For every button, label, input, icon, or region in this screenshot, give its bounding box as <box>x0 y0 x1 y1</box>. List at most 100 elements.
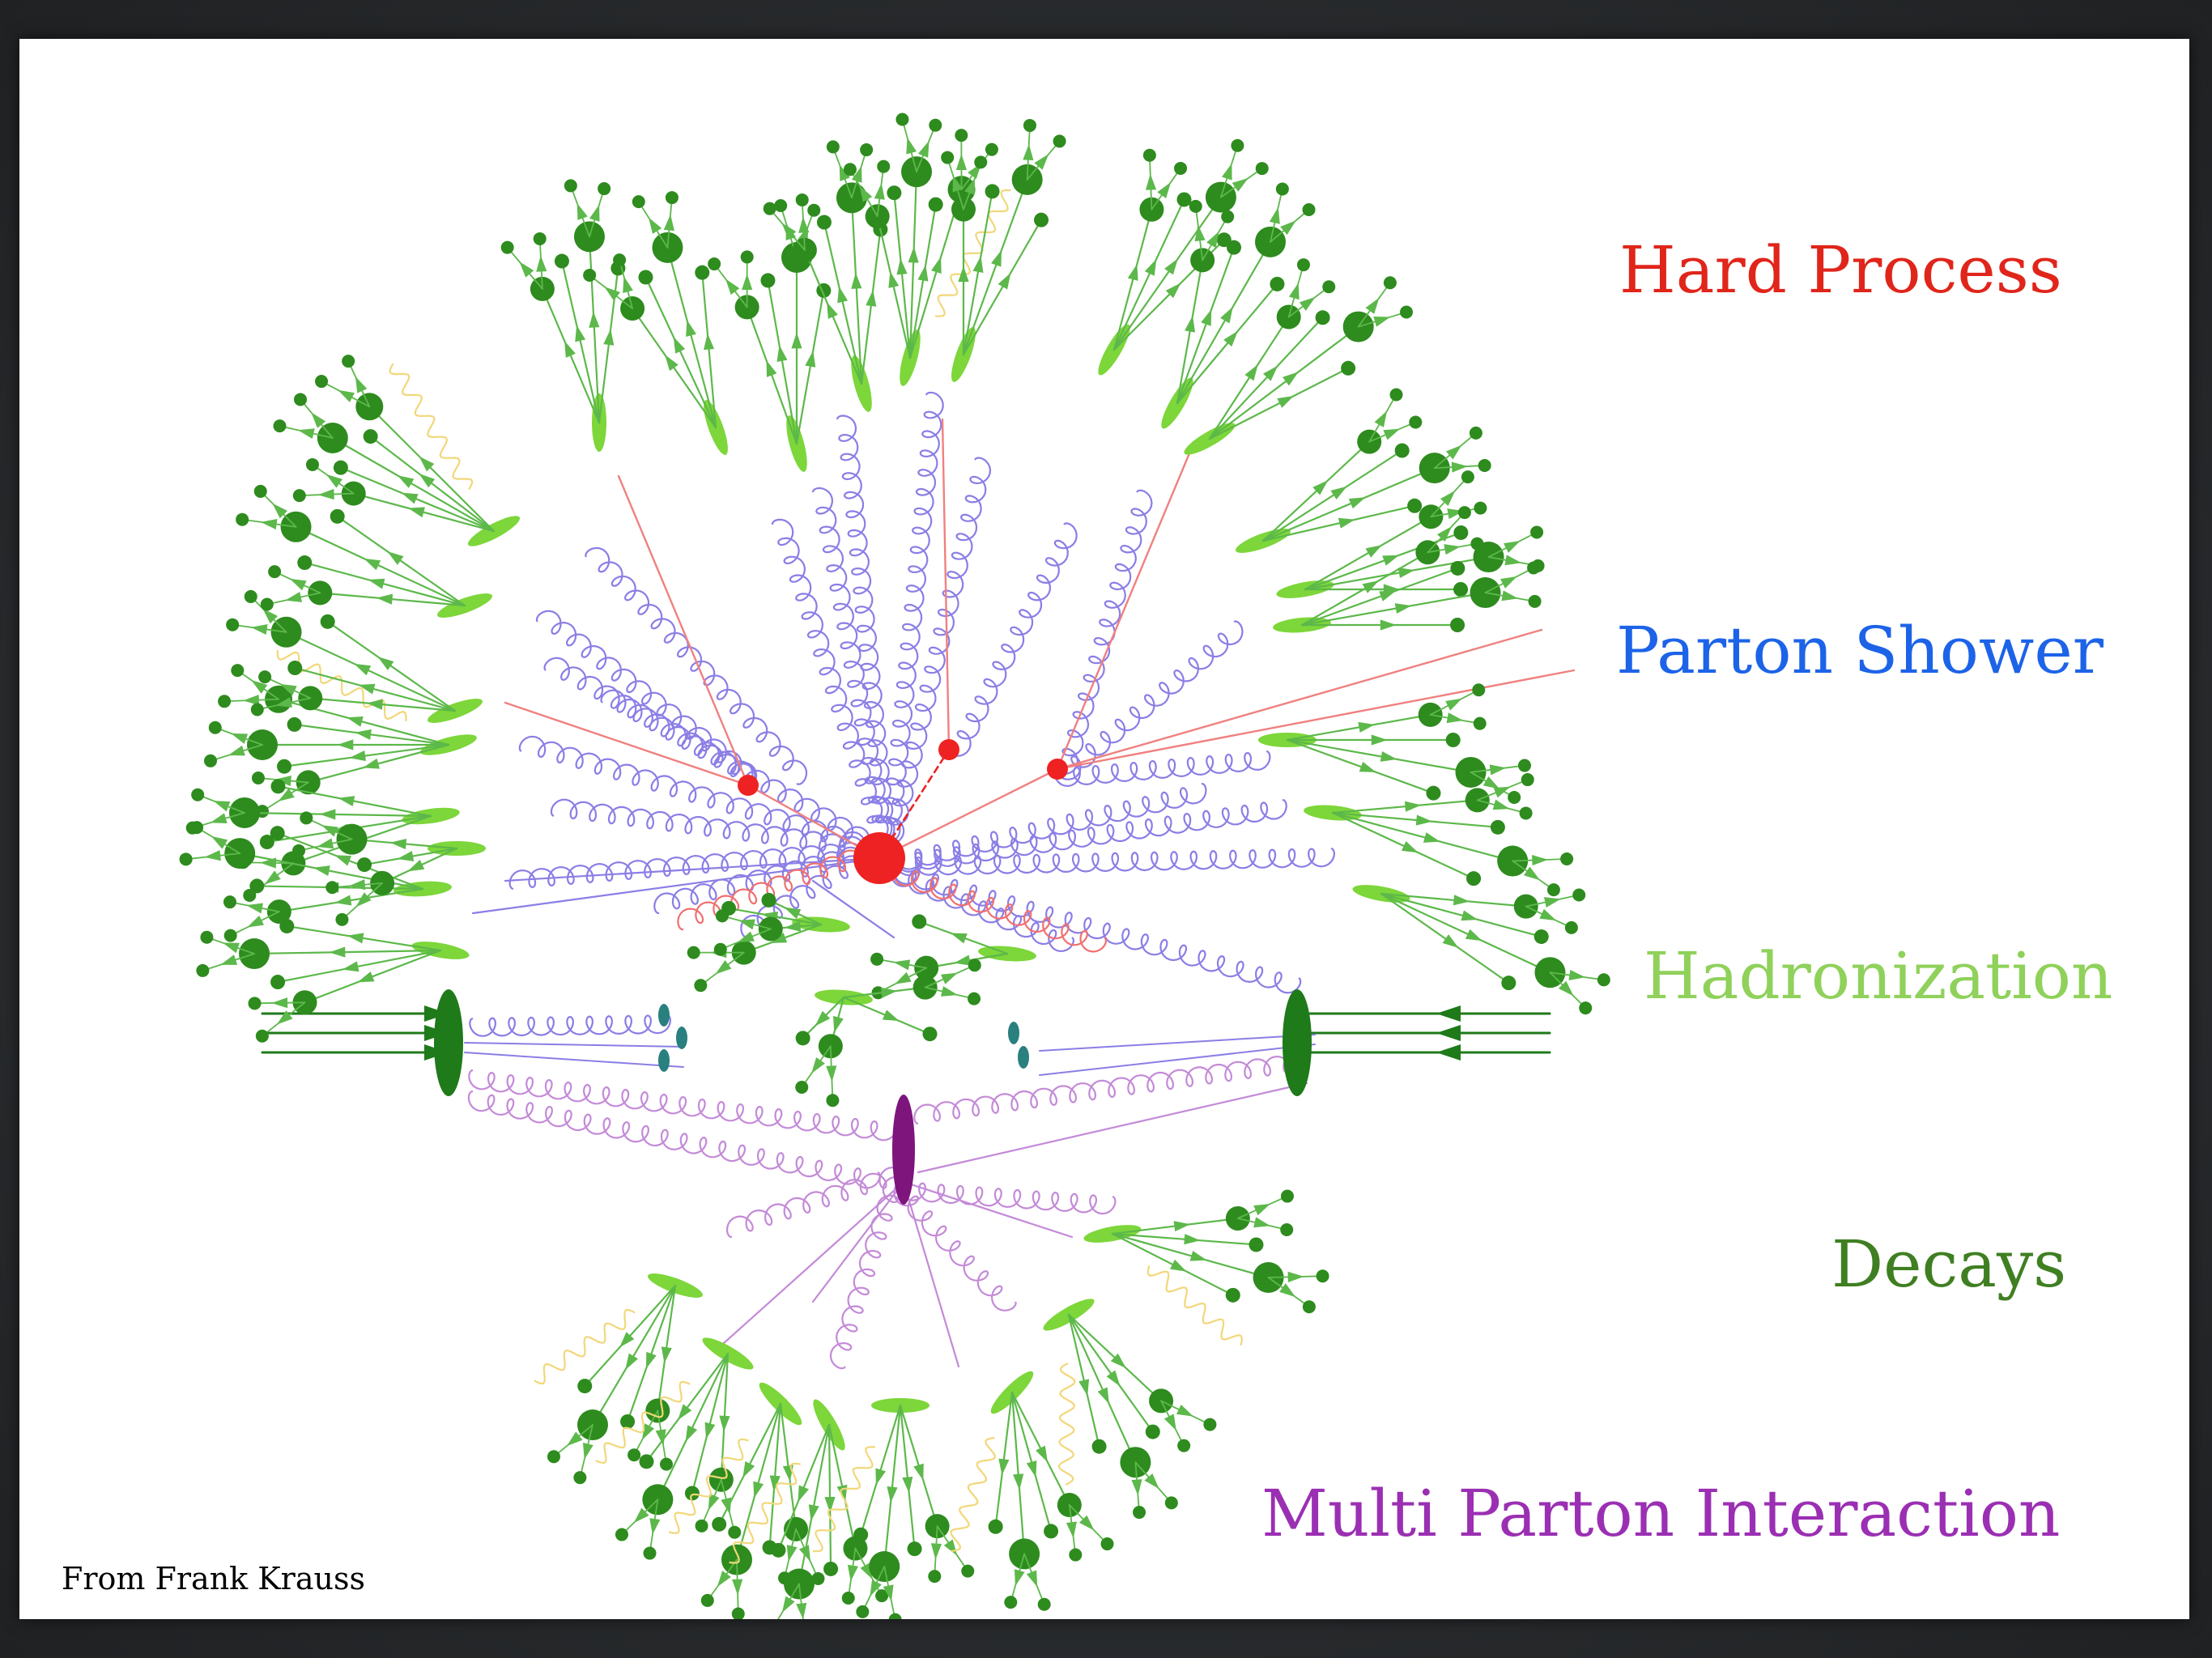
decay-arrow <box>880 987 898 998</box>
decay-arrow <box>401 492 419 504</box>
decay-arrow <box>798 216 810 233</box>
decay-arrow <box>274 775 291 787</box>
decay-arrow <box>1169 1259 1187 1272</box>
parton-shower-gluon <box>550 798 884 860</box>
decay-arrow <box>1338 517 1355 529</box>
parton-shower-gluon <box>543 657 887 860</box>
decay-arrow <box>1066 1521 1077 1538</box>
decay-arrow <box>519 261 534 278</box>
decay-arrow <box>798 1485 809 1503</box>
decay-arrow <box>1176 1404 1193 1417</box>
decay-product <box>1469 426 1482 440</box>
decay-product <box>731 1607 745 1619</box>
decay-arrow <box>317 488 334 500</box>
decay-arrow <box>319 809 336 820</box>
parton-shower-gluon <box>600 689 756 787</box>
decay-arrow <box>1436 526 1453 542</box>
decay-arrow <box>1362 580 1379 593</box>
decay-arrow <box>1330 486 1347 500</box>
decay-arrow <box>704 333 715 351</box>
decay-arrow <box>1223 330 1238 347</box>
decay-line <box>1208 367 1350 440</box>
decay-product <box>687 946 700 959</box>
decay-line <box>1380 892 1551 974</box>
decay-line <box>304 561 466 607</box>
photon-line <box>934 189 1011 317</box>
decay-product <box>1490 819 1505 835</box>
decay-arrow <box>213 801 231 812</box>
decay-product <box>1145 1424 1160 1439</box>
decay-arrow <box>1532 855 1549 866</box>
decay-product <box>547 1450 560 1464</box>
mpi-quark-line <box>902 1180 1074 1239</box>
parton-shower-gluon <box>836 414 897 862</box>
decay-line <box>591 1284 677 1426</box>
decay-product <box>760 273 776 288</box>
beam-remnant <box>1008 1022 1019 1044</box>
decay-arrow <box>1145 173 1157 190</box>
decay-arrow <box>837 286 849 304</box>
decay-arrow <box>661 1346 672 1363</box>
decay-line <box>352 492 496 533</box>
parton-shower-gluon <box>585 546 808 785</box>
decay-product <box>1399 305 1413 319</box>
beam-remnant <box>676 1027 687 1049</box>
decay-arrow <box>582 1443 593 1460</box>
decay-product <box>1407 498 1423 513</box>
decay-arrow <box>1164 258 1178 275</box>
decay-line <box>795 289 825 445</box>
decay-arrow <box>325 474 342 488</box>
decay-product <box>554 253 569 269</box>
decay-arrow <box>824 1497 836 1513</box>
decay-line <box>798 1423 831 1585</box>
decay-product <box>1473 716 1487 730</box>
mpi-quark-line <box>811 1180 905 1303</box>
decay-product <box>533 232 547 245</box>
hard-process-line <box>1056 669 1576 771</box>
decay-product <box>1316 1269 1329 1283</box>
decay-arrow <box>1461 910 1478 921</box>
decay-product <box>500 240 514 254</box>
decay-arrow <box>1157 181 1172 198</box>
decay-arrow <box>1415 814 1433 826</box>
decay-product <box>226 618 240 631</box>
decay-arrow <box>1442 934 1459 948</box>
decay-arrow <box>619 1332 635 1348</box>
decay-line <box>1067 1313 1137 1464</box>
decay-product <box>615 1528 628 1541</box>
decay-line <box>1010 1391 1053 1533</box>
decay-line <box>827 1423 832 1571</box>
decay-arrow <box>1440 491 1456 507</box>
decay-product <box>715 909 729 923</box>
decay-line <box>701 271 717 429</box>
decay-arrow <box>913 1463 924 1481</box>
decay-arrow <box>377 657 394 670</box>
decay-product <box>1579 1001 1593 1015</box>
parton-shower-quark <box>504 857 881 882</box>
decay-product <box>251 771 265 784</box>
decay-product <box>929 118 942 132</box>
decay-line <box>735 1402 782 1561</box>
decay-line <box>1261 467 1436 542</box>
decay-line <box>1300 567 1459 627</box>
decay-arrow <box>1348 497 1366 509</box>
decay-product <box>841 1591 855 1605</box>
decay-line <box>746 306 798 445</box>
decay-arrow <box>704 1422 716 1439</box>
decay-arrow <box>1026 1460 1037 1477</box>
decay-arrow <box>875 1468 887 1486</box>
decay-arrow <box>1165 283 1181 299</box>
decay-product <box>1177 1439 1191 1452</box>
decay-product <box>270 975 286 990</box>
decay-line <box>1380 892 1510 984</box>
decay-arrow <box>665 355 678 372</box>
decay-arrow <box>349 879 366 891</box>
photon-line <box>389 363 474 491</box>
decay-arrow <box>998 1458 1010 1476</box>
decay-arrow <box>346 716 364 727</box>
decay-arrow <box>1444 544 1461 555</box>
decay-product <box>320 614 335 629</box>
decay-product <box>1227 240 1242 255</box>
decay-product <box>1091 1439 1107 1454</box>
decay-product <box>292 844 306 857</box>
